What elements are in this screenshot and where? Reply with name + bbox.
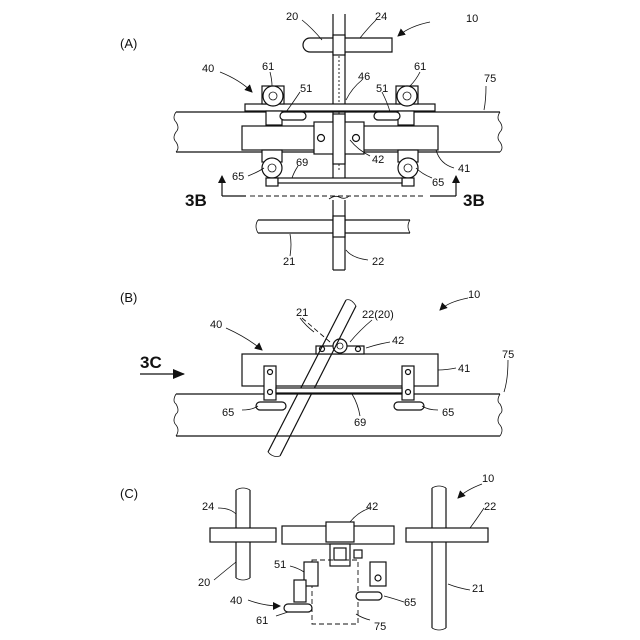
- label-22-20: 22(20): [362, 309, 394, 321]
- label-51-c: 51: [274, 559, 286, 571]
- label-69: 69: [296, 157, 308, 169]
- label-21-c: 21: [472, 583, 484, 595]
- label-40: 40: [202, 63, 214, 75]
- bracket-51: [284, 562, 318, 612]
- shaft-69: [278, 178, 402, 183]
- label-20-c: 20: [198, 577, 210, 589]
- label-69-b: 69: [354, 417, 366, 429]
- rail-75-c: [312, 560, 358, 624]
- panel-a: (A): [120, 11, 502, 270]
- label-10-c: 10: [482, 473, 494, 485]
- label-42-b: 42: [392, 335, 404, 347]
- beam-right-22: [406, 528, 488, 542]
- pipe-21: [256, 216, 410, 237]
- label-65-right-b: 65: [442, 407, 454, 419]
- panel-c-title: (C): [120, 486, 138, 501]
- label-46: 46: [358, 71, 370, 83]
- label-65-left: 65: [232, 171, 244, 183]
- section-mark-3b-right: 3B: [463, 191, 485, 210]
- clamp-42-b: [316, 339, 364, 354]
- panel-b-title: (B): [120, 290, 137, 305]
- label-40-b: 40: [210, 319, 222, 331]
- label-65-left-b: 65: [222, 407, 234, 419]
- wheel-65-c: [356, 562, 386, 600]
- label-21-b: 21: [296, 307, 308, 319]
- label-61-left: 61: [262, 61, 274, 73]
- section-mark-3c: 3C: [140, 353, 162, 372]
- panel-b: (B): [120, 289, 514, 457]
- label-22-c: 22: [484, 501, 496, 513]
- label-61-right: 61: [414, 61, 426, 73]
- panel-c: (C): [120, 473, 496, 633]
- panel-a-title: (A): [120, 36, 137, 51]
- label-41-b: 41: [458, 363, 470, 375]
- label-65-c: 65: [404, 597, 416, 609]
- label-20: 20: [286, 11, 298, 23]
- label-10: 10: [466, 13, 478, 25]
- pipe-21-vertical: [432, 486, 446, 630]
- label-21: 21: [283, 256, 295, 268]
- label-61-c: 61: [256, 615, 268, 627]
- label-65-right: 65: [432, 177, 444, 189]
- beam-left: [210, 528, 276, 542]
- label-40-c: 40: [230, 595, 242, 607]
- label-24-c: 24: [202, 501, 214, 513]
- label-51-right: 51: [376, 83, 388, 95]
- label-41: 41: [458, 163, 470, 175]
- pipe-24: [303, 35, 392, 55]
- label-10-b: 10: [468, 289, 480, 301]
- label-42: 42: [372, 154, 384, 166]
- label-51-left: 51: [300, 83, 312, 95]
- section-mark-3b-left: 3B: [185, 191, 207, 210]
- label-75: 75: [484, 73, 496, 85]
- label-24: 24: [375, 11, 387, 23]
- shaft-69-b: [276, 388, 402, 393]
- label-75-b: 75: [502, 349, 514, 361]
- label-42-c: 42: [366, 501, 378, 513]
- label-75-c: 75: [374, 621, 386, 633]
- label-22: 22: [372, 256, 384, 268]
